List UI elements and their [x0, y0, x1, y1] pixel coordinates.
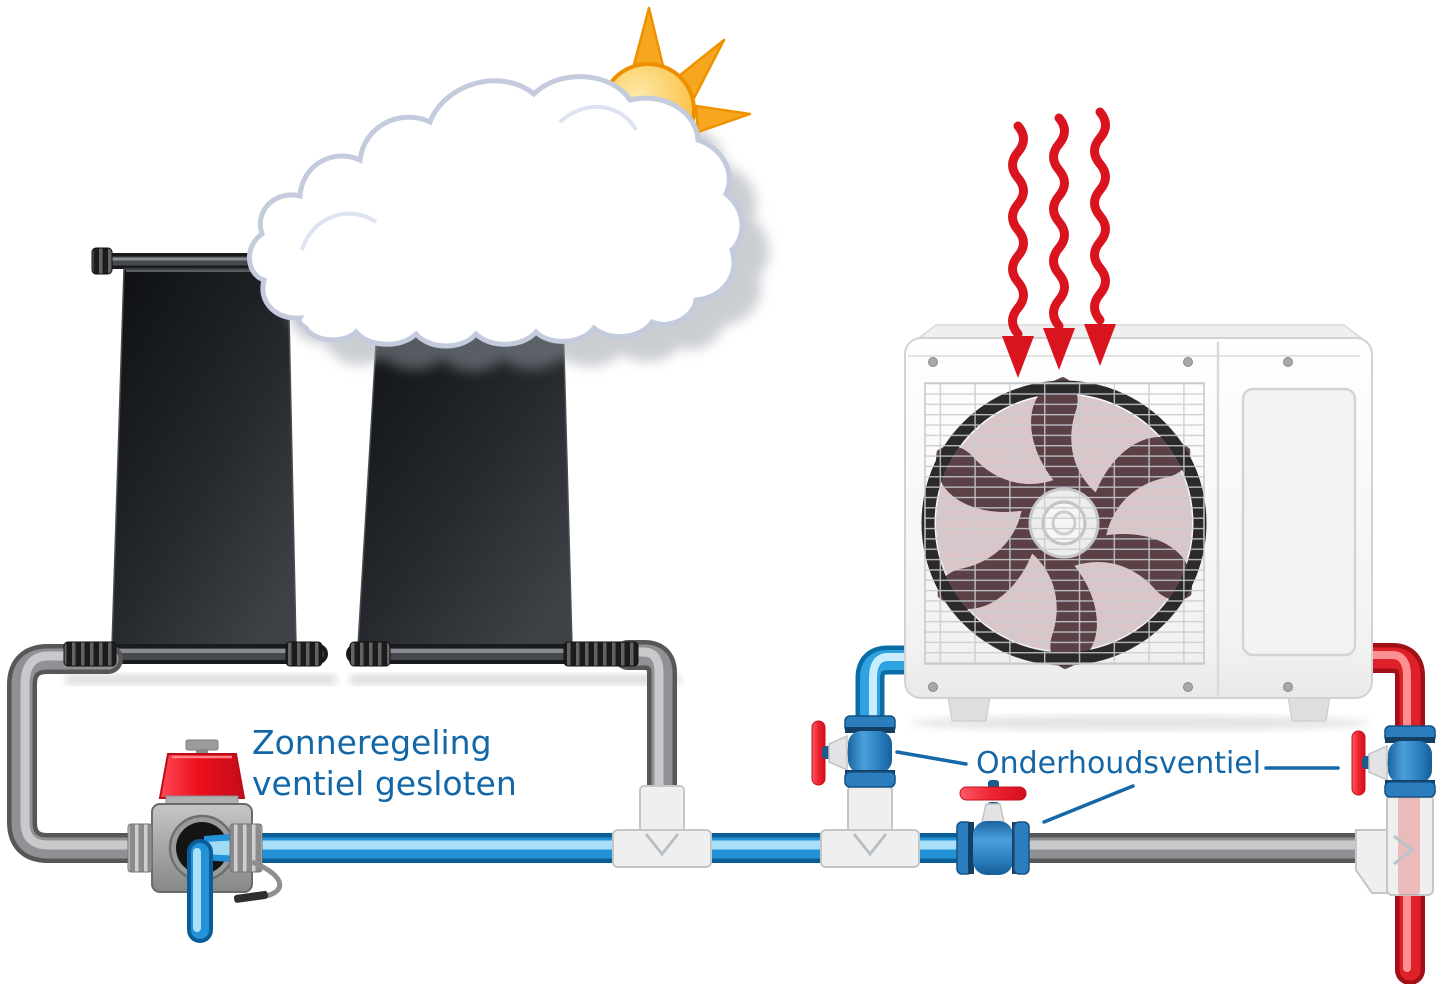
coupling: [63, 641, 117, 667]
weather: [249, 6, 770, 372]
maintenance-valve-label: Onderhoudsventiel: [976, 746, 1262, 781]
maintenance-valve-heatpump-supply: [811, 715, 896, 788]
three-way-valve: [127, 739, 283, 943]
heat-pump-side-panel: [1241, 387, 1357, 657]
heat-pump-foot: [947, 696, 991, 722]
panel-left-shadow: [66, 674, 336, 685]
heat-pump-shadow: [908, 715, 1372, 731]
heat-arrows: [1002, 112, 1116, 378]
valve-union: [127, 823, 153, 873]
solar-valve-label-line2: ventiel gesloten: [252, 764, 517, 803]
heat-arrow-icon: [1002, 126, 1034, 378]
coupling: [563, 641, 639, 667]
valve-handle-red: [959, 786, 1027, 801]
heatpump-return-pipe-red: [1357, 643, 1425, 984]
leader-lines: [895, 750, 1340, 824]
tee-fitting-heatpump: [820, 785, 920, 868]
heat-pump-foot: [1287, 696, 1331, 722]
panel-right-shadow: [350, 674, 680, 685]
cloud-icon: [249, 77, 742, 346]
main-line-pipes: [223, 833, 1377, 863]
panel-left-top-cap: [91, 247, 113, 275]
tee-fitting-solar: [612, 785, 712, 868]
solar-valve-label: Zonneregeling ventiel gesloten: [252, 722, 517, 804]
solar-pipes-gray: [7, 640, 677, 863]
maintenance-valve-return: [1351, 725, 1436, 798]
screws: [928, 357, 1293, 692]
coupling: [349, 641, 391, 667]
maintenance-valve-main-line: [956, 780, 1030, 875]
tee-fitting-return: [1355, 794, 1434, 896]
solar-valve-label-line1: Zonneregeling: [252, 723, 492, 762]
valve-union: [229, 823, 263, 873]
actuator-handle: [185, 739, 219, 751]
heatpump-supply-pipe-blue: [855, 645, 923, 739]
heat-pump-unit: [904, 324, 1373, 731]
heat-arrow-icon: [1043, 118, 1075, 370]
fan-grille: [925, 383, 1204, 664]
heat-arrow-icon: [1084, 112, 1116, 366]
red-actuator: [158, 753, 246, 799]
coupling: [285, 641, 323, 667]
